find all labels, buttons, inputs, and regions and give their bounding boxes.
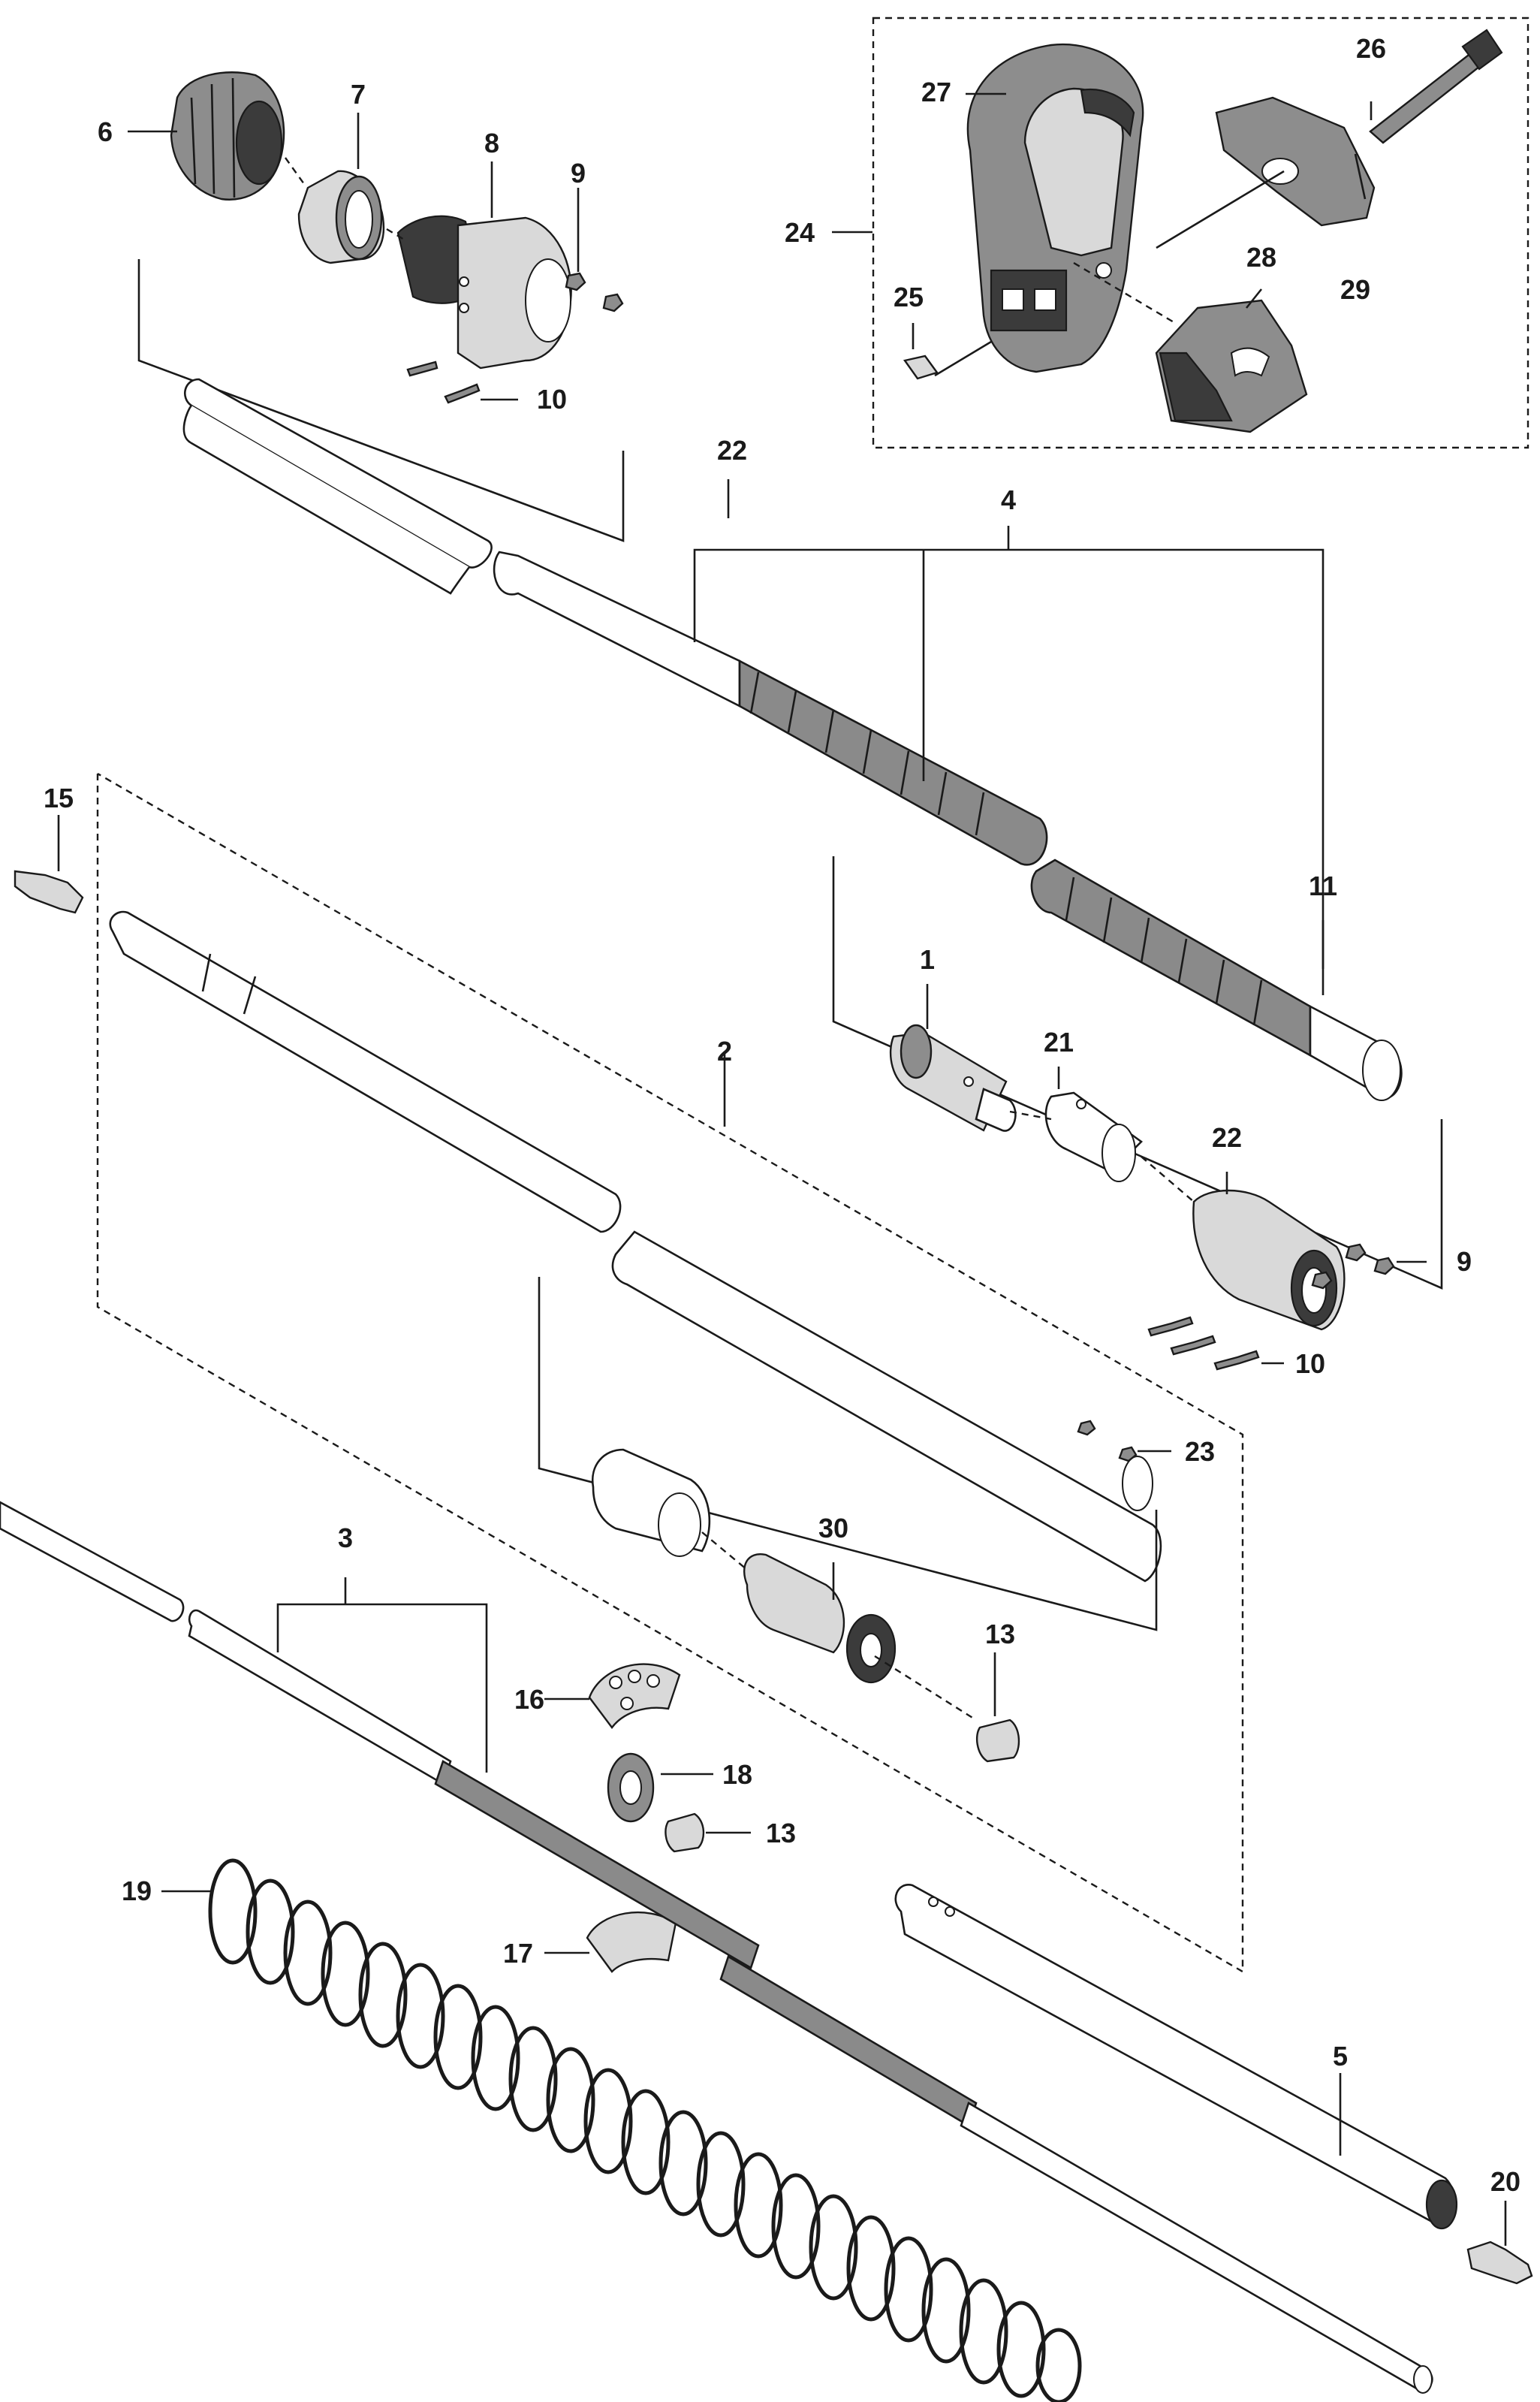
part-5-tube bbox=[894, 1884, 1458, 2230]
inner-shaft-box bbox=[14, 772, 1244, 1974]
part-26-bolt bbox=[1369, 29, 1503, 144]
part-sleeve-collar bbox=[591, 1448, 711, 1557]
callout-13-upper: 13 bbox=[985, 1619, 1015, 1649]
drive-shaft-assembly bbox=[0, 1501, 1533, 2402]
callout-1: 1 bbox=[920, 944, 935, 975]
part-1-sleeve bbox=[889, 1024, 1017, 1132]
callout-13-lower: 13 bbox=[766, 1818, 796, 1848]
callout-11: 11 bbox=[1309, 871, 1337, 901]
part-7-ring bbox=[297, 170, 385, 264]
part-22-head-lower bbox=[1192, 1189, 1346, 1331]
callout-24: 24 bbox=[785, 217, 815, 248]
part-30-bearing-housing bbox=[743, 1553, 897, 1684]
part-10-screws-lower bbox=[1147, 1316, 1260, 1371]
callout-25: 25 bbox=[894, 282, 924, 312]
part-9-nuts-lower bbox=[1311, 1243, 1395, 1290]
part-9-nuts-upper bbox=[565, 272, 624, 312]
part-20-tip-lower bbox=[1466, 2241, 1533, 2285]
part-29-clamp-plate bbox=[1215, 96, 1376, 227]
callout-10-upper: 10 bbox=[537, 384, 567, 415]
callout-20: 20 bbox=[1490, 2166, 1520, 2197]
part-17-bushing bbox=[586, 1911, 677, 1973]
part-25-square-nut bbox=[903, 355, 939, 380]
callout-2: 2 bbox=[717, 1036, 732, 1067]
callout-17: 17 bbox=[503, 1938, 533, 1969]
callout-7: 7 bbox=[351, 79, 366, 110]
callout-30: 30 bbox=[818, 1513, 848, 1543]
callout-27: 27 bbox=[921, 77, 951, 107]
callout-19: 19 bbox=[122, 1875, 152, 1906]
callout-16: 16 bbox=[514, 1684, 544, 1715]
upper-shaft-assembly bbox=[137, 259, 1403, 1101]
part-19-spring bbox=[208, 1858, 1082, 2402]
part-28-clamp bbox=[1155, 299, 1308, 433]
callout-8: 8 bbox=[484, 128, 499, 158]
callout-23: 23 bbox=[1185, 1436, 1215, 1467]
part-15-tip-upper bbox=[14, 870, 84, 914]
callout-6: 6 bbox=[98, 116, 113, 147]
callout-29: 29 bbox=[1340, 274, 1370, 305]
callout-15: 15 bbox=[44, 783, 74, 813]
handle-kit-box bbox=[832, 17, 1529, 449]
callout-10-lower: 10 bbox=[1295, 1348, 1325, 1379]
grip-ridges-upper bbox=[749, 671, 985, 836]
callout-3: 3 bbox=[338, 1522, 353, 1553]
callout-26: 26 bbox=[1356, 33, 1386, 64]
part-8-head bbox=[396, 215, 572, 370]
callout-21: 21 bbox=[1044, 1027, 1074, 1058]
upper-coupling-parts bbox=[128, 71, 624, 404]
callout-9-upper: 9 bbox=[571, 158, 586, 189]
part-10-screws-upper bbox=[406, 361, 481, 404]
callout-9-lower: 9 bbox=[1457, 1246, 1472, 1277]
part-18-bearing bbox=[607, 1752, 655, 1823]
part-16-bushing bbox=[588, 1663, 681, 1729]
callout-22-upper: 22 bbox=[717, 435, 747, 466]
callout-labels: 6 7 8 9 10 22 4 24 25 26 27 28 29 15 11 … bbox=[44, 33, 1520, 2197]
callout-18: 18 bbox=[722, 1759, 752, 1790]
part-23-screws bbox=[1077, 1420, 1138, 1462]
part-6-knob bbox=[170, 71, 285, 201]
grip-ridges-lower bbox=[1065, 877, 1263, 1026]
lower-coupling-parts bbox=[832, 856, 1443, 1371]
callout-28: 28 bbox=[1246, 242, 1276, 273]
callout-4: 4 bbox=[1001, 484, 1016, 515]
part-27-handle bbox=[966, 43, 1144, 373]
callout-5: 5 bbox=[1333, 2041, 1348, 2072]
part-13-coupler-lower bbox=[665, 1812, 705, 1853]
callout-22-lower: 22 bbox=[1212, 1122, 1242, 1153]
part-21-sleeve bbox=[1044, 1091, 1143, 1182]
part-13-coupler-upper bbox=[975, 1719, 1020, 1763]
